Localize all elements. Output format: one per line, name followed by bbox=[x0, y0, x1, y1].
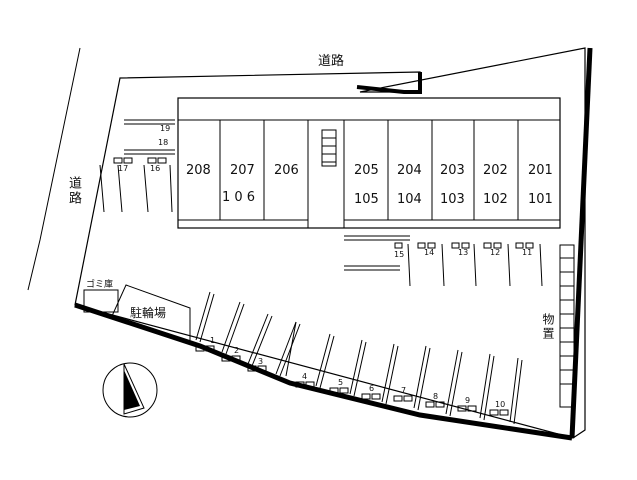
garbage-label: ゴミ庫 bbox=[86, 280, 114, 290]
bicycle-shed bbox=[111, 284, 191, 343]
unit-104: 104 bbox=[397, 192, 422, 207]
parking-number: 3 bbox=[258, 357, 264, 366]
parking-lines-left bbox=[99, 119, 175, 213]
parking-number: 6 bbox=[369, 384, 375, 393]
unit-205: 205 bbox=[354, 163, 379, 178]
parking-number: 1 bbox=[210, 336, 216, 345]
unit-103: 103 bbox=[440, 192, 465, 207]
unit-208: 208 bbox=[186, 163, 211, 178]
boundary-thick-top bbox=[356, 72, 422, 94]
parking-number: 12 bbox=[490, 248, 501, 257]
unit-106: 1 0 6 bbox=[222, 190, 256, 205]
unit-206: 206 bbox=[274, 163, 299, 178]
north-arrow-icon bbox=[102, 362, 158, 418]
parking-number: 2 bbox=[234, 346, 240, 355]
parking-number: 17 bbox=[118, 164, 129, 173]
unit-101: 101 bbox=[528, 192, 553, 207]
unit-105: 105 bbox=[354, 192, 379, 207]
unit-102: 102 bbox=[483, 192, 508, 207]
parking-number: 4 bbox=[302, 372, 308, 381]
unit-201: 201 bbox=[528, 163, 553, 178]
building-outline bbox=[177, 97, 561, 229]
parking-number: 18 bbox=[158, 138, 169, 147]
parking-number: 13 bbox=[458, 248, 469, 257]
parking-number: 14 bbox=[424, 248, 435, 257]
parking-number: 7 bbox=[401, 386, 407, 395]
warehouse-block bbox=[559, 244, 575, 408]
unit-204: 204 bbox=[397, 163, 422, 178]
unit-207: 207 bbox=[230, 163, 255, 178]
road-left-label: 道路 bbox=[66, 176, 81, 206]
parking-number: 15 bbox=[394, 250, 405, 259]
boundary-thick-bottom bbox=[74, 302, 573, 441]
parking-number: 5 bbox=[338, 378, 344, 387]
parking-lines-middle bbox=[344, 235, 543, 287]
bicycle-parking-label: 駐輪場 bbox=[130, 306, 167, 320]
parking-number: 8 bbox=[433, 392, 439, 401]
parking-number: 10 bbox=[495, 400, 506, 409]
parking-number: 19 bbox=[160, 124, 171, 133]
warehouse-label: 物置 bbox=[541, 313, 555, 341]
boundary-thick-right bbox=[569, 47, 593, 439]
parking-number: 11 bbox=[522, 248, 533, 257]
road-top-label: 道路 bbox=[318, 54, 345, 69]
site-boundary bbox=[74, 47, 586, 439]
unit-203: 203 bbox=[440, 163, 465, 178]
unit-dividers bbox=[178, 120, 560, 228]
unit-202: 202 bbox=[483, 163, 508, 178]
parking-lines-bottom bbox=[195, 291, 523, 425]
parking-number: 9 bbox=[465, 396, 471, 405]
parking-number: 16 bbox=[150, 164, 161, 173]
road-left-edge bbox=[27, 47, 81, 291]
stairs bbox=[321, 129, 337, 167]
garbage-box bbox=[83, 289, 119, 313]
